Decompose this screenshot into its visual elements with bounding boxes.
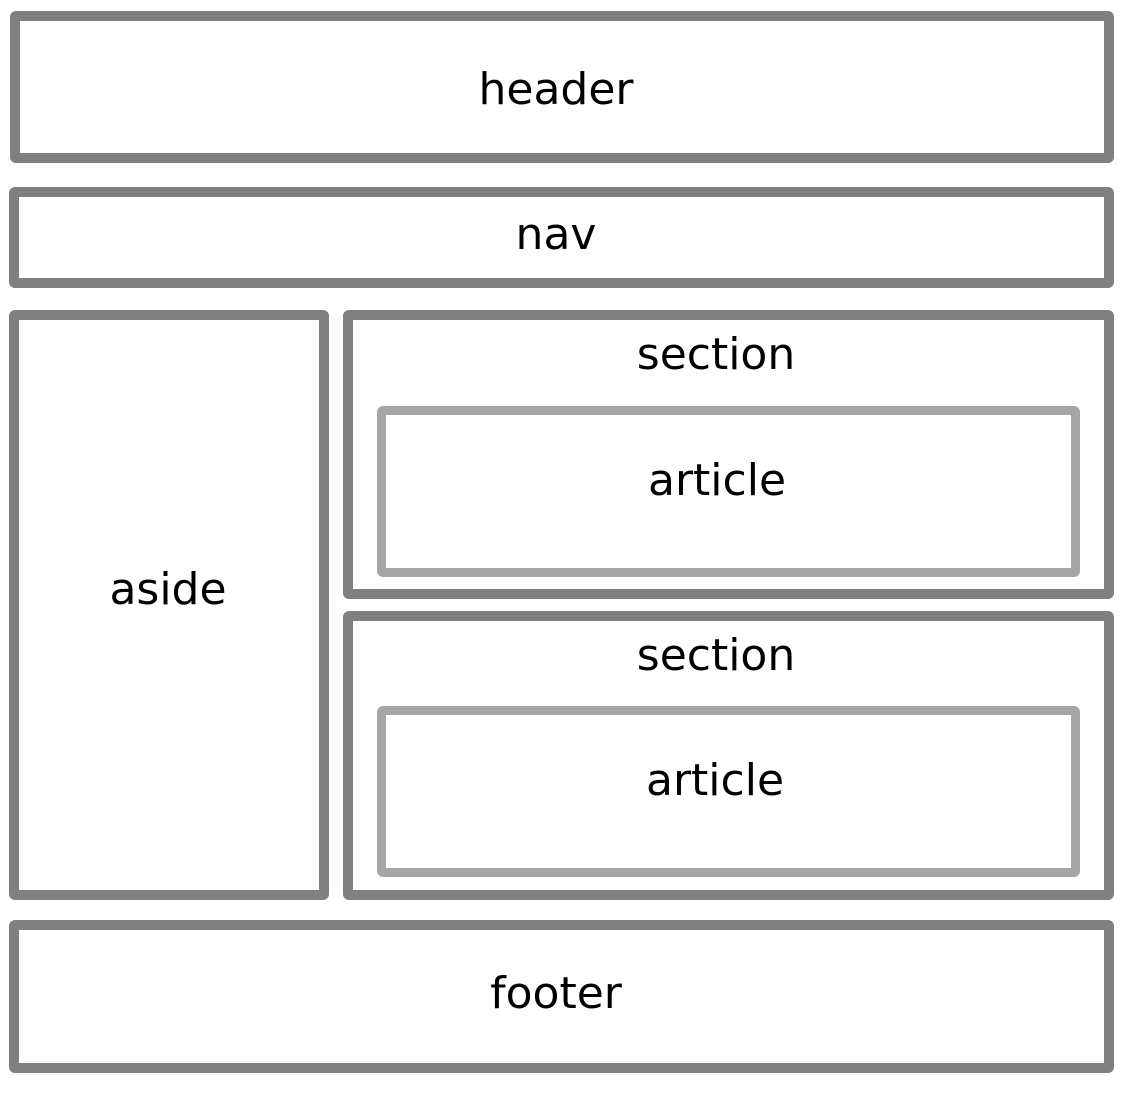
aside-label: aside bbox=[109, 564, 227, 615]
article-box-1 bbox=[377, 406, 1080, 577]
footer-box bbox=[9, 920, 1114, 1073]
header-label: header bbox=[478, 64, 634, 115]
article-label-2: article bbox=[645, 755, 785, 806]
section-box-2 bbox=[343, 611, 1114, 900]
nav-label: nav bbox=[515, 209, 597, 260]
section-label-2: section bbox=[636, 630, 796, 681]
header-box bbox=[10, 11, 1114, 163]
article-label-1: article bbox=[647, 455, 787, 506]
article-box-2 bbox=[377, 706, 1080, 877]
section-box-1 bbox=[343, 310, 1114, 599]
nav-box bbox=[9, 187, 1114, 288]
footer-label: footer bbox=[490, 968, 622, 1019]
section-label-1: section bbox=[636, 329, 796, 380]
aside-box bbox=[9, 310, 329, 900]
